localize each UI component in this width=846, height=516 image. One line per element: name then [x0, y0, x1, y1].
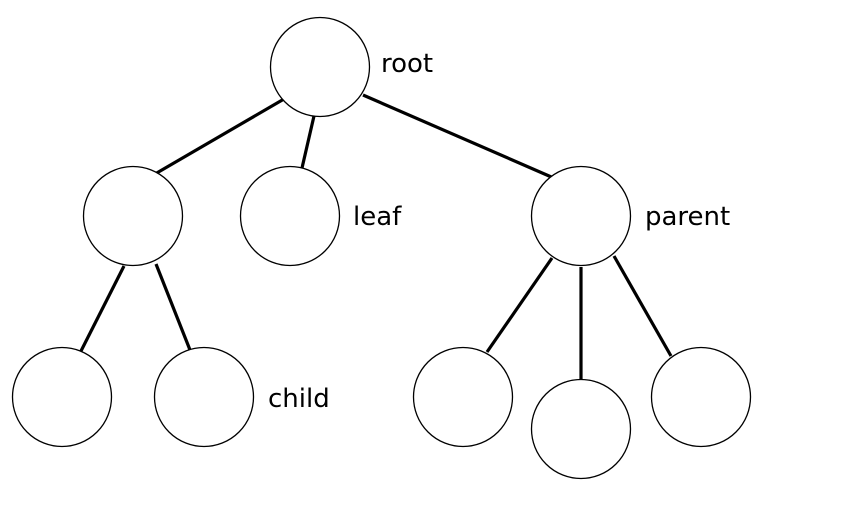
label-leaf: leaf [353, 202, 402, 232]
tree-node-parent-child-3 [650, 346, 752, 448]
tree-node-parent [530, 165, 632, 267]
label-parent: parent [645, 202, 730, 232]
tree-node-parent-child-2 [530, 378, 632, 480]
tree-node-left-child-1 [11, 346, 113, 448]
edge-parent-to-parent-child-3 [612, 255, 673, 357]
edge-root-to-leaf [300, 115, 316, 169]
edge-root-to-left [154, 97, 285, 176]
tree-nodes [11, 16, 752, 480]
tree-node-left [82, 165, 184, 267]
edge-left-to-left-child-1 [79, 265, 126, 352]
label-child: child [268, 384, 330, 414]
tree-node-leaf [239, 165, 341, 267]
tree-node-root [269, 16, 371, 118]
tree-edges [79, 93, 673, 380]
tree-node-parent-child-1 [412, 346, 514, 448]
edge-root-to-parent [362, 93, 557, 181]
tree-labels: root leaf parent child [268, 49, 730, 414]
edge-parent-to-parent-child-1 [485, 257, 554, 353]
tree-node-child [153, 346, 255, 448]
edge-left-to-child [154, 263, 192, 351]
label-root: root [381, 49, 433, 79]
